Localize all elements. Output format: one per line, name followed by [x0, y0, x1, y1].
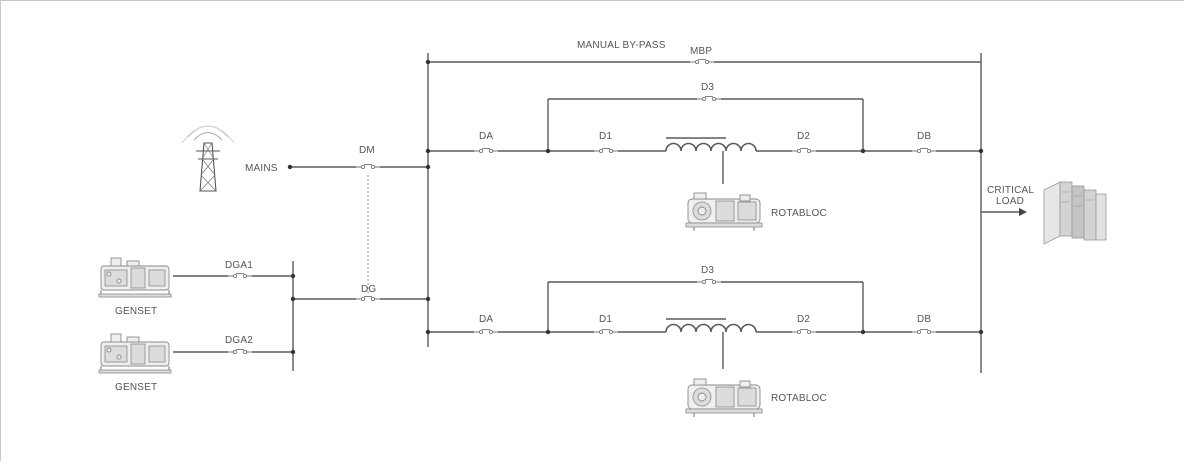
breaker-lower-d1: [593, 326, 619, 338]
upper-da-label: DA: [479, 131, 493, 142]
breaker-lower-db: [911, 326, 937, 338]
breaker-dg: [355, 293, 381, 305]
breaker-upper-d3: [696, 93, 722, 105]
critical-load-label-2: LOAD: [996, 196, 1024, 207]
genset-2-icon: [98, 333, 172, 374]
breaker-dm: [355, 161, 381, 173]
breaker-lower-da: [473, 326, 499, 338]
breaker-dga1: [227, 270, 253, 282]
breaker-lower-d2: [791, 326, 817, 338]
lower-rotabloc-label: ROTABLOC: [771, 393, 827, 404]
upper-inductor-icon: [665, 142, 757, 152]
critical-load-label: CRITICAL: [987, 185, 1034, 196]
genset-2-label: GENSET: [115, 382, 157, 393]
lower-inductor-icon: [665, 323, 757, 333]
lower-rotabloc-icon: [685, 378, 763, 418]
dga2-label: DGA2: [225, 335, 253, 346]
upper-rotabloc-label: ROTABLOC: [771, 208, 827, 219]
breaker-lower-d3: [696, 276, 722, 288]
lower-da-label: DA: [479, 314, 493, 325]
breaker-upper-db: [911, 145, 937, 157]
upper-rotabloc-icon: [685, 192, 763, 232]
genset-1-icon: [98, 257, 172, 298]
lower-db-label: DB: [917, 314, 931, 325]
breaker-dga2: [227, 346, 253, 358]
mains-label: MAINS: [245, 163, 278, 174]
server-rack-icon: [1043, 181, 1107, 245]
manual-bypass-label: MANUAL BY-PASS: [577, 40, 666, 51]
transmission-tower-icon: [181, 125, 235, 192]
dm-label: DM: [359, 145, 375, 156]
upper-d1-label: D1: [599, 131, 612, 142]
dg-label: DG: [361, 284, 376, 295]
breaker-upper-d1: [593, 145, 619, 157]
breaker-upper-da: [473, 145, 499, 157]
lower-d2-label: D2: [797, 314, 810, 325]
lower-d3-label: D3: [701, 265, 714, 276]
dga1-label: DGA1: [225, 260, 253, 271]
breaker-upper-d2: [791, 145, 817, 157]
genset-1-label: GENSET: [115, 306, 157, 317]
lower-d1-label: D1: [599, 314, 612, 325]
upper-d2-label: D2: [797, 131, 810, 142]
upper-d3-label: D3: [701, 82, 714, 93]
upper-db-label: DB: [917, 131, 931, 142]
breaker-mbp: [689, 56, 715, 68]
mbp-label: MBP: [690, 46, 712, 57]
